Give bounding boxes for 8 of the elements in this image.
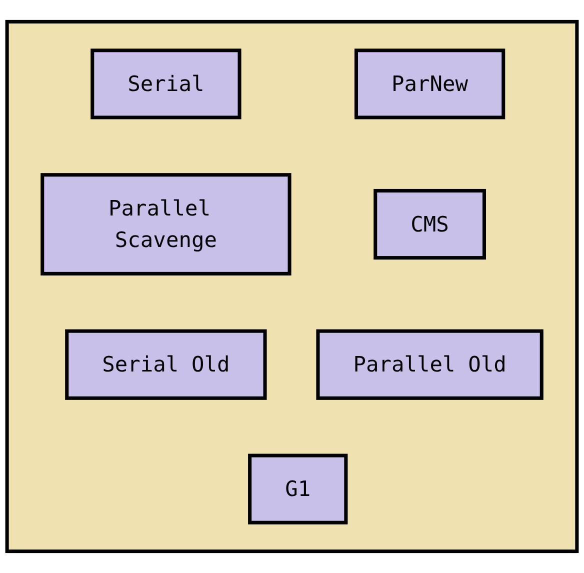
node-box: Parallel Old — [316, 329, 544, 400]
node-box: Parallel Scavenge — [40, 173, 292, 276]
node-box: G1 — [248, 454, 348, 524]
node-box: Serial — [90, 48, 242, 120]
node-box: Serial Old — [65, 329, 267, 400]
node-box: CMS — [374, 188, 486, 260]
cluster — [5, 20, 579, 554]
node-box: ParNew — [354, 48, 506, 120]
